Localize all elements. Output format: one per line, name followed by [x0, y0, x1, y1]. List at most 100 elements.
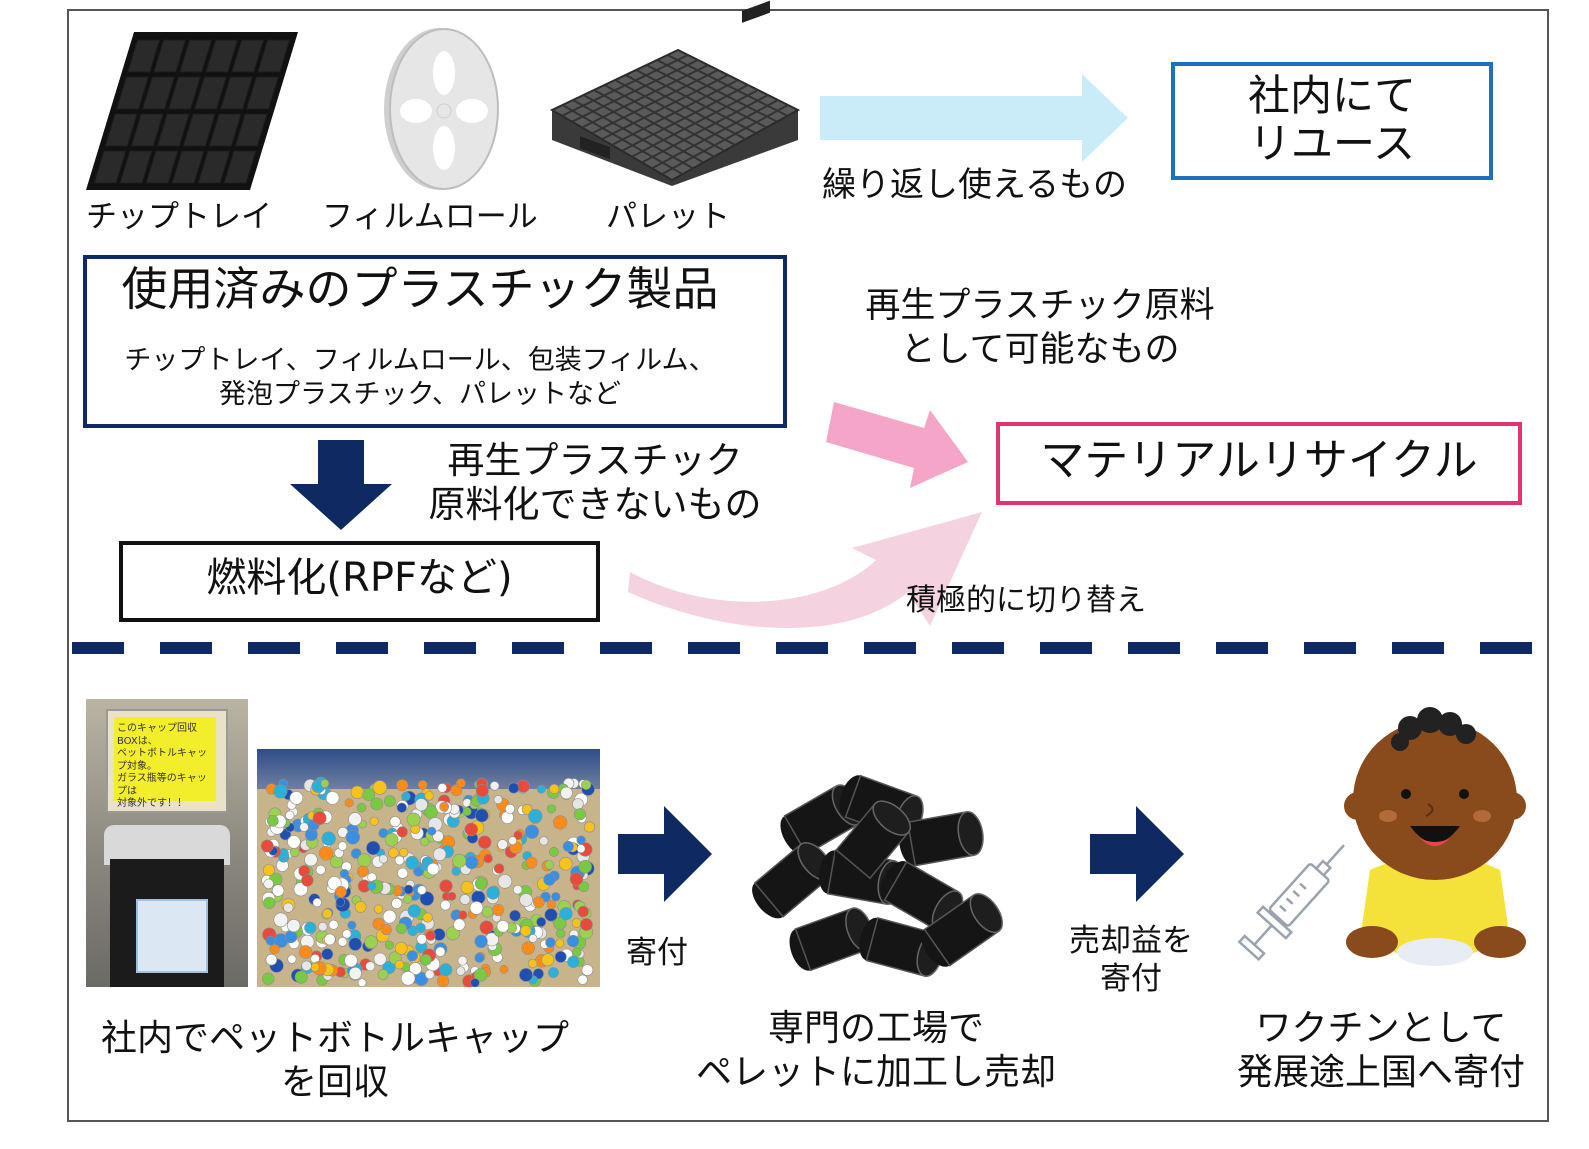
- bottle-cap: [416, 933, 428, 945]
- reuse-arrow: [820, 74, 1128, 162]
- bottle-cap: [365, 961, 376, 972]
- bottle-cap: [536, 784, 546, 794]
- bottle-cap: [273, 784, 288, 799]
- bottle-cap: [380, 924, 392, 936]
- bottle-cap: [357, 978, 367, 987]
- bottle-cap: [262, 864, 275, 876]
- bottle-cap: [424, 969, 435, 980]
- pallet-label: パレット: [606, 199, 730, 235]
- fuel-condition-line2: 原料化できないもの: [428, 483, 762, 526]
- bottle-cap: [287, 835, 301, 849]
- bottle-cap: [553, 815, 568, 830]
- bottle-cap: [377, 969, 389, 980]
- bottle-cap: [456, 778, 466, 789]
- bottle-cap: [508, 836, 517, 846]
- bottle-cap: [325, 791, 340, 805]
- bottle-cap: [458, 910, 468, 920]
- bottle-cap: [549, 783, 560, 795]
- fuel-label: 燃料化(RPFなど): [206, 555, 513, 601]
- step2-caption-line2: ペレットに加工し売却: [695, 1052, 1056, 1093]
- bottle-cap: [304, 852, 318, 867]
- film-roll-icon: [384, 28, 499, 190]
- step3-caption-line2: 発展途上国へ寄付: [1236, 1052, 1525, 1093]
- bottle-cap: [452, 853, 467, 868]
- bottle-cap: [289, 791, 304, 805]
- bottle-cap: [287, 919, 301, 933]
- bottle-cap: [298, 945, 313, 959]
- reuse-box: 社内にて リユース: [1171, 62, 1493, 180]
- bottle-cap: [572, 798, 584, 810]
- used-products-detail-line1: チップトレイ、フィルムロール、包装フィルム、: [124, 345, 716, 376]
- section-divider: [72, 642, 1542, 654]
- bottle-cap: [420, 837, 430, 847]
- bottle-cap: [417, 885, 427, 895]
- baby-icon: [1344, 707, 1526, 966]
- bottle-cap: [567, 955, 580, 968]
- bottle-cap: [394, 941, 408, 955]
- recycle-arrow: [826, 402, 968, 488]
- bottle-cap: [541, 953, 555, 967]
- bottle-cap: [539, 836, 549, 846]
- bottle-cap: [260, 839, 274, 853]
- bottle-cap: [562, 840, 574, 852]
- bottle-cap: [318, 922, 328, 932]
- bottle-cap: [519, 967, 533, 982]
- bottle-cap: [337, 937, 348, 947]
- used-products-title: 使用済みのプラスチック製品: [121, 262, 719, 316]
- bottle-cap: [335, 886, 347, 898]
- bottle-cap: [348, 937, 362, 951]
- bottle-cap: [350, 848, 362, 859]
- bottle-cap: [532, 896, 545, 908]
- bottle-cap: [263, 896, 276, 909]
- bottle-cap: [406, 812, 421, 827]
- bottle-cap: [525, 856, 538, 869]
- bottle-cap: [267, 815, 279, 827]
- sign-line: ガラス瓶等のキャップは: [117, 773, 207, 797]
- bottle-cap: [528, 808, 543, 824]
- bottle-cap: [548, 967, 559, 978]
- bottle-cap: [394, 960, 405, 970]
- bottle-cap: [318, 846, 334, 861]
- bottle-cap: [405, 855, 419, 870]
- bottle-cap: [579, 918, 593, 931]
- bottle-cap: [439, 879, 453, 893]
- bottle-cap: [396, 826, 408, 838]
- bottle-cap: [573, 808, 586, 821]
- bottle-cap: [578, 859, 592, 874]
- bottle-cap: [382, 909, 397, 924]
- bottle-cap: [486, 886, 500, 900]
- bottle-cap: [527, 958, 538, 969]
- recycle-condition-line1: 再生プラスチック原料: [865, 286, 1215, 326]
- bottle-cap: [397, 867, 409, 879]
- bottle-cap: [357, 865, 369, 878]
- reuse-label-line1: 社内にて: [1247, 71, 1416, 120]
- bottle-cap: [415, 922, 426, 934]
- bottle-cap: [301, 874, 314, 887]
- bottle-cap: [293, 882, 308, 897]
- bottle-cap: [370, 797, 384, 811]
- bottle-cap: [395, 922, 407, 934]
- bottle-cap: [348, 812, 362, 826]
- bottle-cap: [427, 862, 440, 876]
- fuel-box: 燃料化(RPFなど): [119, 541, 600, 622]
- bottle-cap: [345, 829, 361, 845]
- step3-caption-line1: ワクチンとして: [1255, 1008, 1507, 1049]
- bottle-cap: [272, 884, 285, 897]
- chip-tray-label: チップトレイ: [86, 199, 272, 235]
- bottle-cap: [572, 947, 582, 958]
- bottle-cap: [269, 944, 280, 955]
- bottle-cap: [543, 873, 556, 886]
- bottle-cap: [578, 881, 590, 892]
- bottle-cap: [436, 974, 450, 987]
- bottle-cap: [464, 855, 479, 870]
- bottle-cap: [310, 962, 320, 972]
- bottle-cap: [475, 808, 489, 823]
- bottle-cap: [339, 868, 349, 879]
- bottle-cap: [496, 920, 510, 933]
- bottle-cap: [356, 802, 367, 813]
- bottle-cap: [273, 912, 289, 928]
- proceeds-arrow: [1090, 806, 1184, 902]
- bottle-cap: [328, 919, 339, 930]
- bottle-cap: [555, 938, 565, 948]
- bottle-cap: [475, 783, 489, 797]
